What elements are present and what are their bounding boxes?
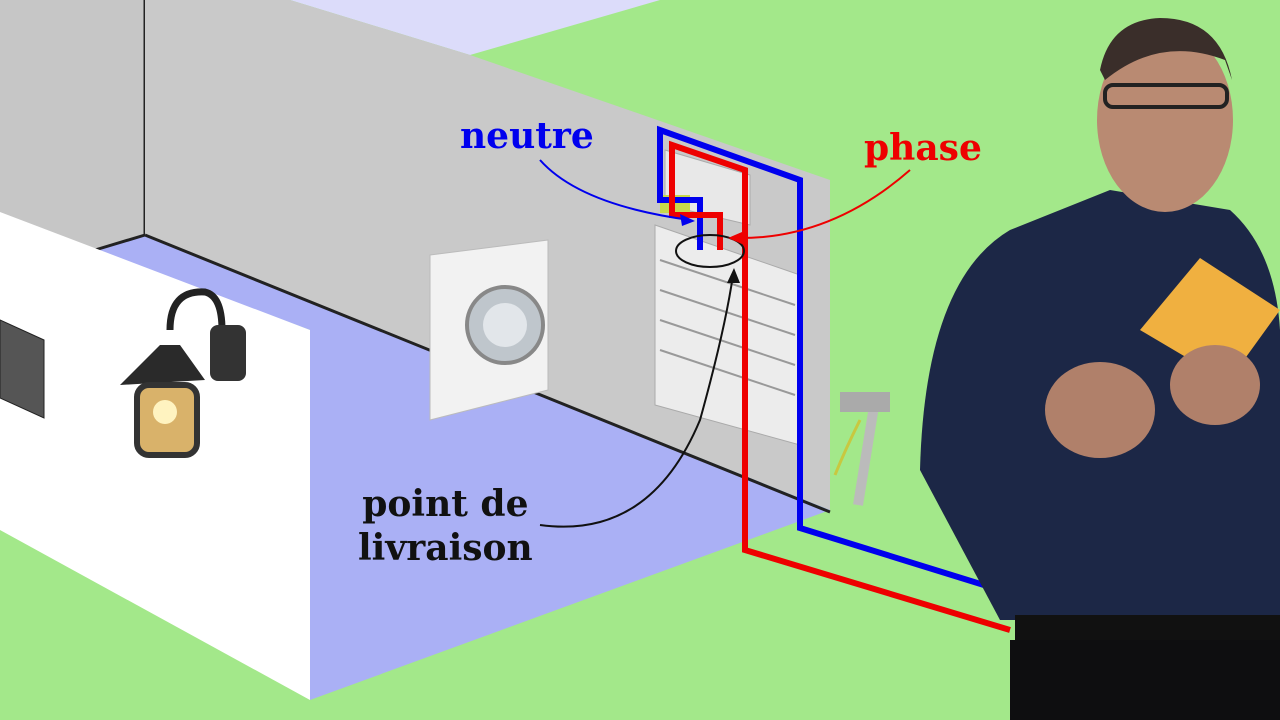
phase-label: phase (864, 127, 982, 169)
point-de-livraison-label: point de livraison (358, 482, 533, 570)
floor (95, 235, 830, 700)
delivery-point-circle (675, 234, 745, 268)
paper-card (1140, 258, 1280, 382)
neutre-arrow (539, 159, 691, 221)
presenter (920, 18, 1280, 720)
neutre-wire (657, 125, 1001, 593)
ground-rod-icon (833, 392, 890, 506)
left-wall (0, 0, 145, 250)
delivery-point-arrow (539, 274, 734, 528)
electrical-panel-icon (654, 149, 801, 446)
washing-machine-icon (429, 239, 549, 421)
sky-area (290, 0, 660, 55)
point-de-livraison-line1: point de (362, 483, 529, 525)
neutre-label: neutre (460, 115, 594, 157)
phase-wire (669, 140, 1011, 633)
wall-lamp-icon (120, 288, 246, 458)
point-de-livraison-line2: livraison (358, 527, 533, 569)
phase-arrow (734, 169, 911, 240)
window (0, 319, 45, 419)
